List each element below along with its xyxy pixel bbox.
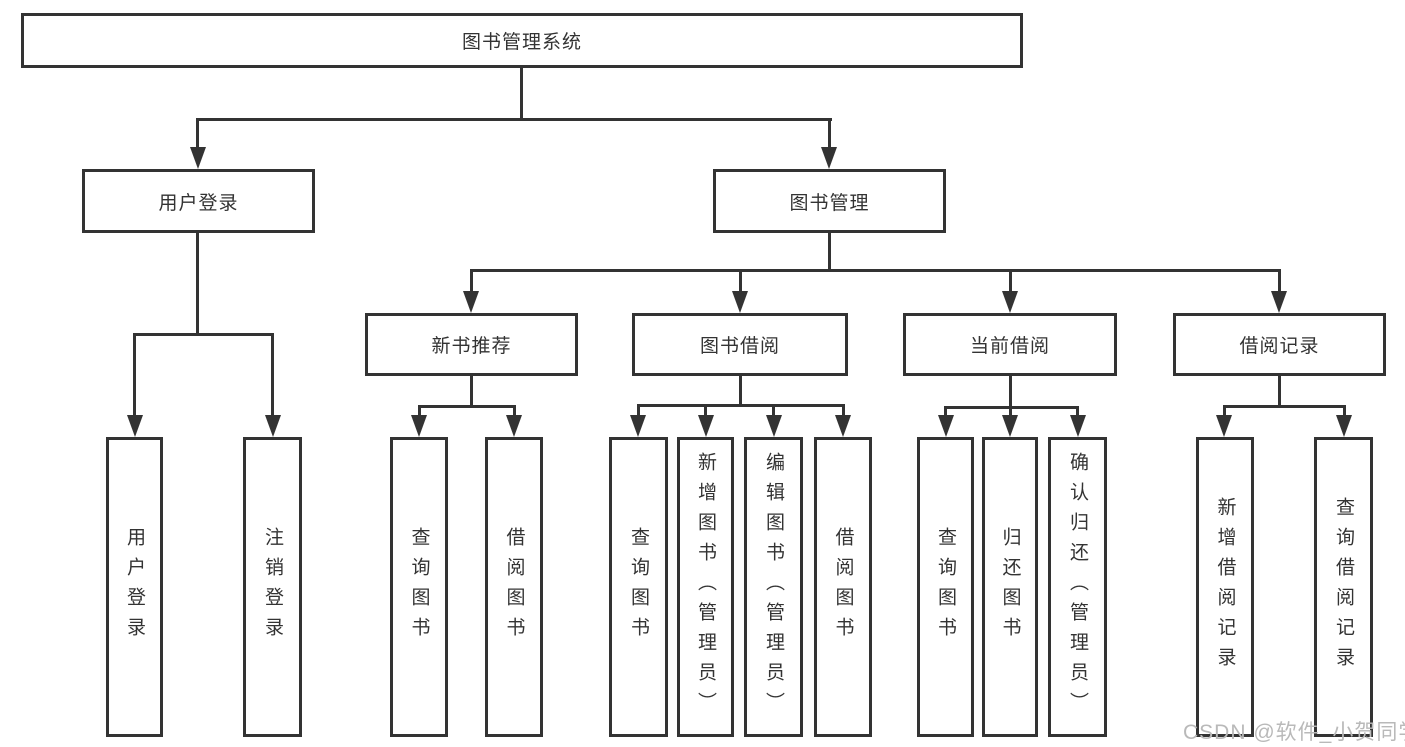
- connector-new-book-stem: [470, 376, 473, 407]
- connector-drop-leaf: [842, 404, 845, 419]
- connector-borrow-records-stem: [1278, 376, 1281, 407]
- leaf-borrow-books-recommend-label: 借阅图书: [503, 527, 525, 647]
- arrow-down-icon: [463, 291, 479, 313]
- leaf-user-login: 用户登录: [106, 437, 163, 737]
- connector-drop-current-borrow: [1009, 269, 1012, 295]
- arrow-down-icon: [190, 147, 206, 169]
- connector-new-book-branch: [418, 405, 515, 408]
- connector-drop-leaf: [637, 404, 640, 419]
- node-user-login: 用户登录: [82, 169, 315, 233]
- connector-book-management-branch: [470, 269, 1281, 272]
- connector-drop-user-login: [196, 118, 199, 150]
- leaf-return-books: 归还图书: [982, 437, 1038, 737]
- connector-book-management-stem: [828, 233, 831, 271]
- leaf-add-book-admin: 新增图书（管理员）: [677, 437, 734, 737]
- leaf-add-book-admin-label: 新增图书（管理员）: [695, 452, 716, 722]
- connector-drop-leaf: [772, 404, 775, 419]
- connector-borrow-records-branch: [1223, 405, 1345, 408]
- node-new-book-recommend-label: 新书推荐: [431, 336, 512, 357]
- connector-drop-leaf: [704, 404, 707, 419]
- node-borrow-records-label: 借阅记录: [1239, 336, 1320, 357]
- arrow-down-icon: [1002, 291, 1018, 313]
- connector-drop-book-borrow: [739, 269, 742, 295]
- arrow-down-icon: [821, 147, 837, 169]
- arrow-down-icon: [732, 291, 748, 313]
- node-book-borrow-label: 图书借阅: [699, 336, 780, 357]
- leaf-query-books-recommend-label: 查询图书: [408, 527, 430, 647]
- connector-root-stem: [520, 68, 523, 120]
- connector-drop-leaf: [133, 333, 136, 417]
- leaf-confirm-return-admin: 确认归还（管理员）: [1048, 437, 1107, 737]
- connector-drop-book-management: [828, 118, 831, 150]
- connector-book-borrow-stem: [739, 376, 742, 406]
- leaf-query-books-current-label: 查询图书: [935, 527, 956, 647]
- connector-drop-leaf: [1343, 405, 1346, 419]
- leaf-query-books-recommend: 查询图书: [390, 437, 448, 737]
- node-borrow-records: 借阅记录: [1173, 313, 1386, 376]
- arrow-down-icon: [127, 415, 143, 437]
- arrow-down-icon: [411, 415, 427, 437]
- leaf-logout: 注销登录: [243, 437, 302, 737]
- node-book-management-label: 图书管理: [789, 192, 870, 214]
- connector-drop-leaf: [271, 333, 274, 417]
- arrow-down-icon: [766, 415, 782, 437]
- leaf-borrow-books-recommend: 借阅图书: [485, 437, 543, 737]
- node-root: 图书管理系统: [21, 13, 1023, 68]
- connector-root-branch: [196, 118, 832, 121]
- arrow-down-icon: [698, 415, 714, 437]
- connector-drop-leaf: [944, 406, 947, 419]
- leaf-query-borrow-record-label: 查询借阅记录: [1333, 497, 1354, 677]
- leaf-return-books-label: 归还图书: [999, 527, 1021, 647]
- leaf-query-books-current: 查询图书: [917, 437, 974, 737]
- leaf-edit-book-admin-label: 编辑图书（管理员）: [763, 452, 784, 722]
- connector-user-login-branch: [133, 333, 274, 336]
- leaf-query-books-borrow: 查询图书: [609, 437, 668, 737]
- arrow-down-icon: [835, 415, 851, 437]
- connector-drop-leaf: [513, 405, 516, 419]
- arrow-down-icon: [1070, 415, 1086, 437]
- node-new-book-recommend: 新书推荐: [365, 313, 578, 376]
- leaf-borrow-books-2-label: 借阅图书: [832, 527, 854, 647]
- arrow-down-icon: [630, 415, 646, 437]
- leaf-query-books-borrow-label: 查询图书: [628, 527, 649, 647]
- arrow-down-icon: [265, 415, 281, 437]
- node-current-borrow-label: 当前借阅: [969, 336, 1050, 357]
- arrow-down-icon: [1336, 415, 1352, 437]
- node-root-label: 图书管理系统: [461, 32, 582, 53]
- leaf-add-borrow-record-label: 新增借阅记录: [1214, 497, 1236, 677]
- leaf-edit-book-admin: 编辑图书（管理员）: [744, 437, 803, 737]
- arrow-down-icon: [1002, 415, 1018, 437]
- leaf-confirm-return-admin-label: 确认归还（管理员）: [1067, 452, 1088, 722]
- arrow-down-icon: [1271, 291, 1287, 313]
- leaf-logout-label: 注销登录: [262, 527, 283, 647]
- node-current-borrow: 当前借阅: [903, 313, 1117, 376]
- connector-drop-borrow-records: [1278, 269, 1281, 295]
- leaf-user-login-label: 用户登录: [124, 527, 145, 647]
- leaf-query-borrow-record: 查询借阅记录: [1314, 437, 1373, 737]
- connector-drop-leaf: [1009, 406, 1012, 419]
- leaf-add-borrow-record: 新增借阅记录: [1196, 437, 1254, 737]
- connector-drop-leaf: [1223, 405, 1226, 419]
- arrow-down-icon: [506, 415, 522, 437]
- connector-book-borrow-branch: [637, 404, 845, 407]
- connector-drop-new-book: [470, 269, 473, 295]
- csdn-watermark: CSDN @软件_小贺同学: [1183, 721, 1405, 744]
- connector-current-borrow-stem: [1009, 376, 1012, 408]
- arrow-down-icon: [938, 415, 954, 437]
- arrow-down-icon: [1216, 415, 1232, 437]
- connector-user-login-stem: [196, 233, 199, 336]
- node-user-login-label: 用户登录: [158, 192, 239, 214]
- connector-drop-leaf: [1076, 406, 1079, 419]
- node-book-borrow: 图书借阅: [632, 313, 848, 376]
- connector-drop-leaf: [418, 405, 421, 419]
- leaf-borrow-books-2: 借阅图书: [814, 437, 872, 737]
- node-book-management: 图书管理: [713, 169, 946, 233]
